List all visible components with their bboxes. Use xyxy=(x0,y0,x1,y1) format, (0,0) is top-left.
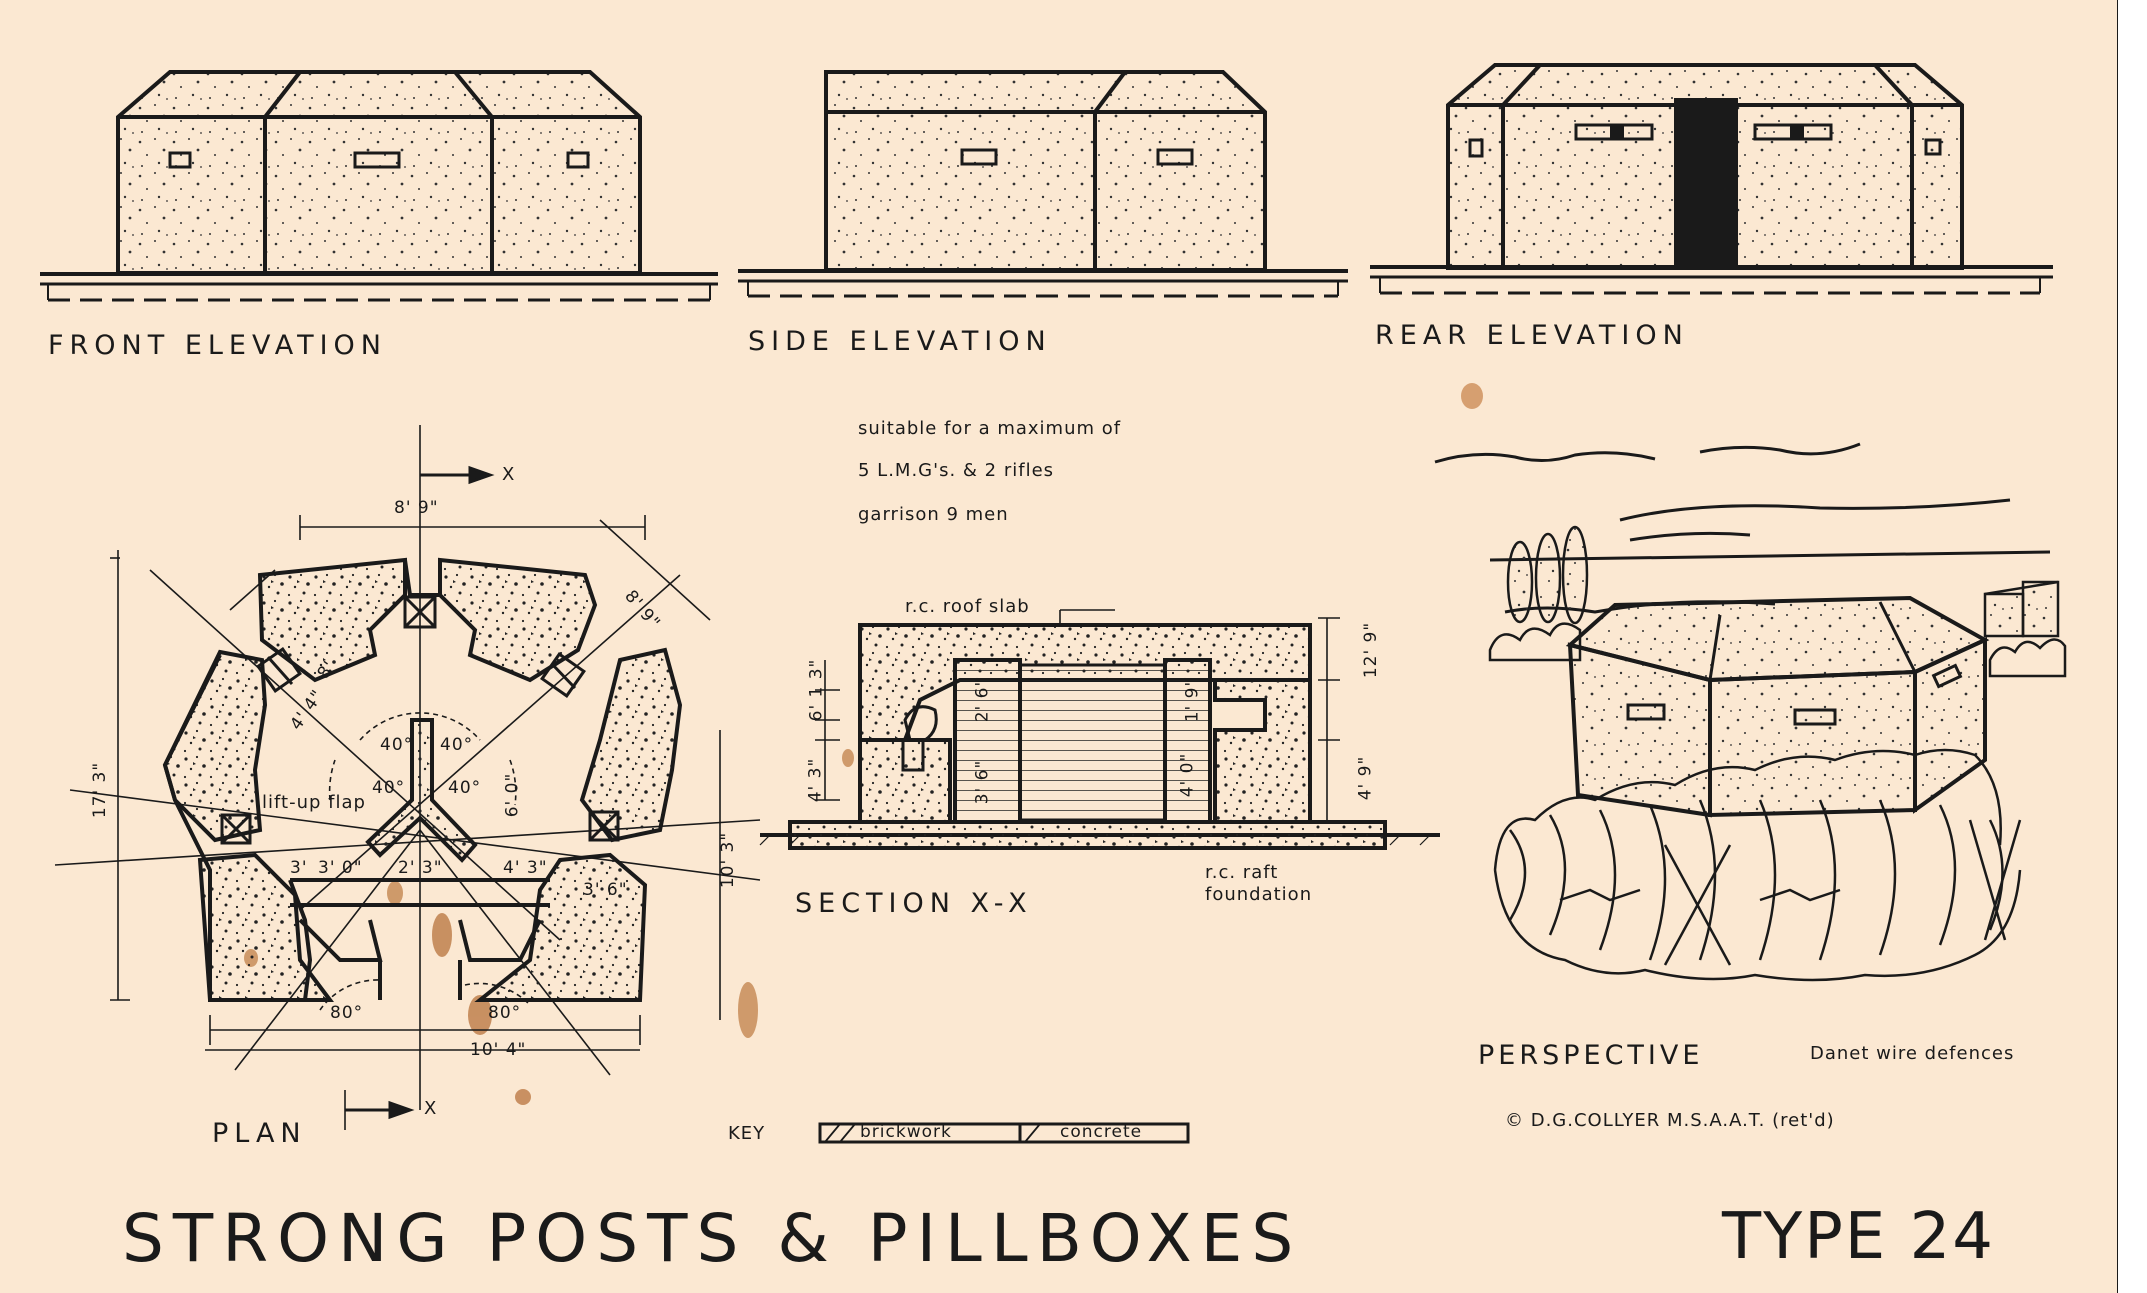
capacity-line-1: suitable for a maximum of xyxy=(858,418,1122,439)
plan-w5: 3' 6" xyxy=(583,880,628,900)
plan-w4: 4' 3" xyxy=(503,858,548,878)
key-label: KEY xyxy=(728,1123,766,1144)
plan-w1: 3' xyxy=(290,858,308,878)
section-dim-2: 4' 3" xyxy=(805,757,826,803)
credit-line: © D.G.COLLYER M.S.A.A.T. (ret'd) xyxy=(1505,1110,1835,1131)
section-mark-bottom: X xyxy=(424,1098,438,1119)
plan-entry-angle-1: 80° xyxy=(330,1003,364,1023)
rear-elevation-drawing xyxy=(1370,63,2053,295)
front-elevation-drawing xyxy=(40,70,718,302)
plan-label: PLAN xyxy=(212,1118,307,1149)
plan-angle-2: 40° xyxy=(440,735,474,755)
plan-center-dim: 6' 0" xyxy=(502,772,523,818)
type-number: TYPE 24 xyxy=(1722,1200,1995,1274)
danet-wire-label: Danet wire defences xyxy=(1810,1043,2015,1064)
roof-slab-note: r.c. roof slab xyxy=(905,596,1030,617)
capacity-line-2: 5 L.M.G's. & 2 rifles xyxy=(858,460,1055,481)
plan-entry-angle-2: 80° xyxy=(488,1003,522,1023)
main-title: STRONG POSTS & PILLBOXES xyxy=(122,1200,1303,1277)
perspective-drawing xyxy=(1434,442,2067,982)
section-mark-top: X xyxy=(502,464,516,485)
raft-note-2: foundation xyxy=(1205,884,1313,905)
plan-w2: 3' 0" xyxy=(318,858,363,878)
section-dim-4: 4' 9" xyxy=(1355,755,1376,801)
plan-angle-1: 40° xyxy=(380,735,414,755)
plan-angle-3: 40° xyxy=(372,778,406,798)
capacity-line-3: garrison 9 men xyxy=(858,504,1009,525)
section-dim-7: 4' 0" xyxy=(1177,752,1198,798)
section-dim-8: 1' 9" xyxy=(1182,677,1203,723)
section-dim-1: 6' 1 3" xyxy=(806,658,827,722)
raft-note-1: r.c. raft xyxy=(1205,862,1279,883)
side-elevation-drawing xyxy=(738,70,1348,298)
key-brickwork: brickwork xyxy=(860,1122,952,1142)
plan-height-right: 10' 3" xyxy=(718,831,739,889)
front-elevation-label: FRONT ELEVATION xyxy=(48,330,387,361)
plan-drawing xyxy=(54,425,761,1130)
side-elevation-label: SIDE ELEVATION xyxy=(748,326,1052,357)
plan-w3: 2' 3" xyxy=(398,858,443,878)
key-legend xyxy=(818,1122,1190,1144)
plan-top-width: 8' 9" xyxy=(394,498,439,518)
section-dim-5: 2' 6" xyxy=(972,677,993,723)
plan-angle-4: 40° xyxy=(448,778,482,798)
section-dim-3: 12' 9" xyxy=(1361,621,1382,679)
section-dim-6: 3' 6" xyxy=(972,759,993,805)
rear-elevation-label: REAR ELEVATION xyxy=(1375,320,1689,351)
section-label: SECTION X-X xyxy=(795,888,1033,919)
section-drawing xyxy=(759,609,1440,850)
perspective-label: PERSPECTIVE xyxy=(1478,1040,1704,1071)
plan-height-left: 17' 3" xyxy=(90,761,111,819)
plan-flap-label: lift-up flap xyxy=(262,792,366,813)
plan-bottom-width: 10' 4" xyxy=(470,1040,527,1060)
key-concrete: concrete xyxy=(1060,1122,1143,1142)
